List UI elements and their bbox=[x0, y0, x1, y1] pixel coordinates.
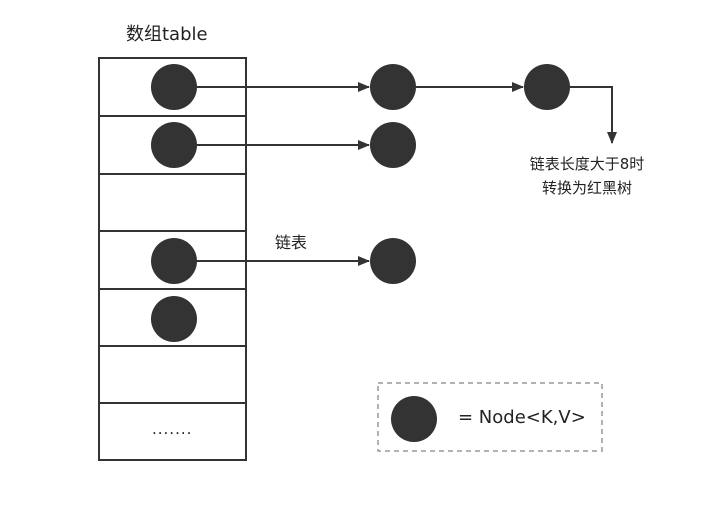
table-node bbox=[151, 64, 197, 110]
chain-node bbox=[370, 64, 416, 110]
table-node bbox=[151, 296, 197, 342]
treeify-note-line2: 转换为红黑树 bbox=[541, 179, 632, 197]
chain-node bbox=[370, 238, 416, 284]
table-node bbox=[151, 122, 197, 168]
table-node bbox=[151, 238, 197, 284]
treeify-note: 链表长度大于8时 转换为红黑树 bbox=[522, 152, 652, 200]
chain-node bbox=[370, 122, 416, 168]
table-ellipsis: ....... bbox=[152, 420, 193, 438]
legend-box bbox=[377, 382, 603, 452]
treeify-note-line1: 链表长度大于8时 bbox=[529, 155, 645, 173]
legend-node-icon bbox=[391, 396, 437, 442]
treeify-arrow bbox=[570, 86, 617, 144]
chain-node bbox=[524, 64, 570, 110]
table-title: 数组table bbox=[126, 24, 208, 45]
linked-list-label: 链表 bbox=[275, 233, 308, 252]
legend-text: = Node<K,V> bbox=[458, 407, 586, 428]
